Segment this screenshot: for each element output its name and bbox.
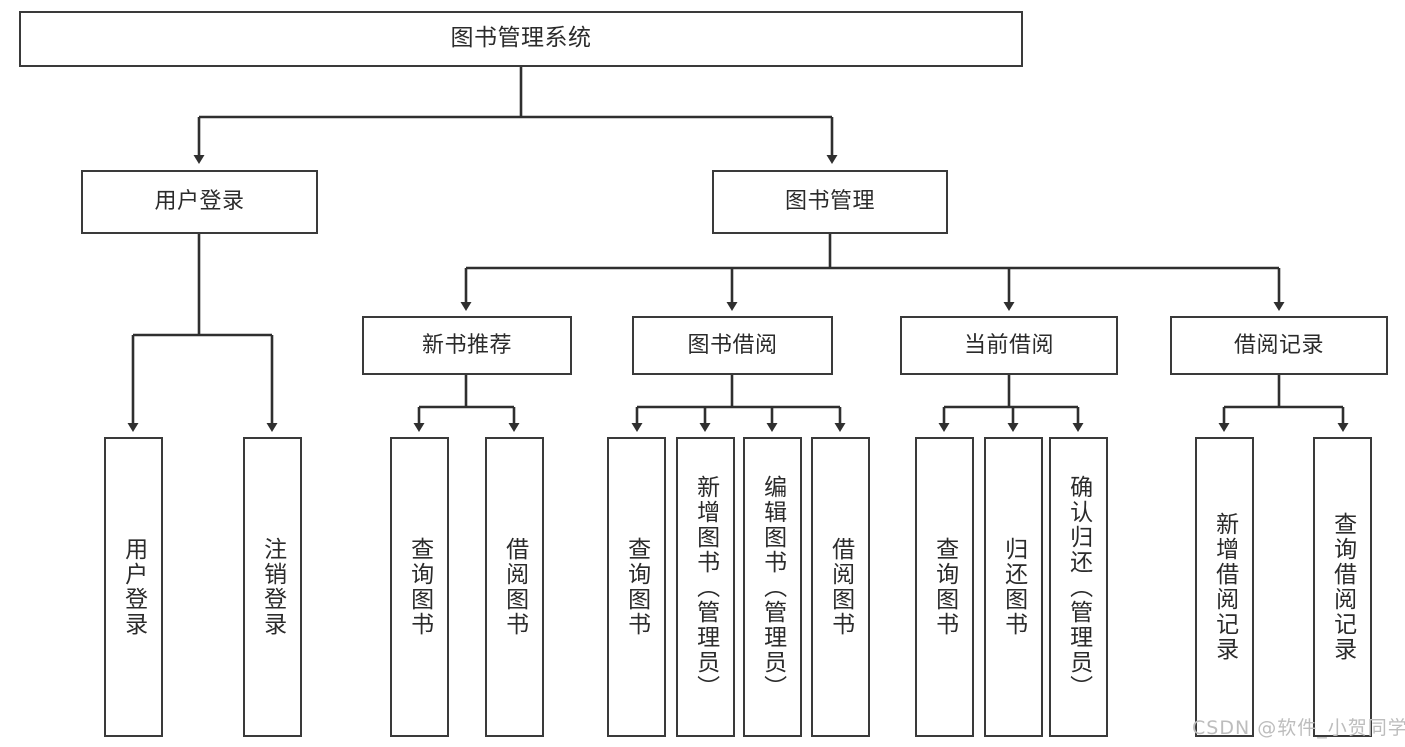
leaf-query-borrow-record[interactable]: 查询借阅记录 bbox=[1313, 437, 1372, 737]
leaf-borrow-book-recommend[interactable]: 借阅图书 bbox=[485, 437, 544, 737]
node-label: 查询图书 bbox=[931, 537, 958, 637]
node-label: 编辑图书（管理员） bbox=[759, 474, 786, 700]
node-current-borrow[interactable]: 当前借阅 bbox=[900, 316, 1118, 375]
node-label: 借阅图书 bbox=[501, 537, 528, 637]
leaf-borrow-book[interactable]: 借阅图书 bbox=[811, 437, 870, 737]
node-label: 用户登录 bbox=[154, 189, 245, 215]
node-label: 新书推荐 bbox=[421, 332, 512, 358]
leaf-logout[interactable]: 注销登录 bbox=[243, 437, 302, 737]
node-label: 新增借阅记录 bbox=[1211, 512, 1238, 662]
leaf-user-login[interactable]: 用户登录 bbox=[104, 437, 163, 737]
leaf-add-borrow-record[interactable]: 新增借阅记录 bbox=[1195, 437, 1254, 737]
node-label: 查询图书 bbox=[406, 537, 433, 637]
node-new-book-recommend[interactable]: 新书推荐 bbox=[362, 316, 572, 375]
node-label: 用户登录 bbox=[120, 537, 147, 637]
node-label: 图书管理系统 bbox=[450, 25, 592, 52]
leaf-query-book-current[interactable]: 查询图书 bbox=[915, 437, 974, 737]
node-label: 借阅记录 bbox=[1233, 332, 1324, 358]
node-label: 当前借阅 bbox=[963, 332, 1054, 358]
node-book-borrow[interactable]: 图书借阅 bbox=[632, 316, 833, 375]
leaf-query-book-recommend[interactable]: 查询图书 bbox=[390, 437, 449, 737]
node-label: 查询借阅记录 bbox=[1329, 512, 1356, 662]
node-label: 图书借阅 bbox=[687, 332, 778, 358]
node-borrow-records[interactable]: 借阅记录 bbox=[1170, 316, 1388, 375]
node-book-management[interactable]: 图书管理 bbox=[712, 170, 948, 234]
node-user-login[interactable]: 用户登录 bbox=[81, 170, 318, 234]
node-root-system[interactable]: 图书管理系统 bbox=[19, 11, 1023, 67]
node-label: 新增图书（管理员） bbox=[692, 474, 719, 700]
csdn-watermark: CSDN @软件_小贺同学 bbox=[1192, 717, 1405, 739]
leaf-return-book[interactable]: 归还图书 bbox=[984, 437, 1043, 737]
node-label: 查询图书 bbox=[623, 537, 650, 637]
node-label: 确认归还（管理员） bbox=[1065, 474, 1092, 700]
node-label: 归还图书 bbox=[1000, 537, 1027, 637]
node-label: 注销登录 bbox=[259, 537, 286, 637]
node-label: 借阅图书 bbox=[827, 537, 854, 637]
leaf-add-book-admin[interactable]: 新增图书（管理员） bbox=[676, 437, 735, 737]
leaf-query-book-borrow[interactable]: 查询图书 bbox=[607, 437, 666, 737]
leaf-confirm-return-admin[interactable]: 确认归还（管理员） bbox=[1049, 437, 1108, 737]
node-label: 图书管理 bbox=[784, 189, 875, 215]
leaf-edit-book-admin[interactable]: 编辑图书（管理员） bbox=[743, 437, 802, 737]
